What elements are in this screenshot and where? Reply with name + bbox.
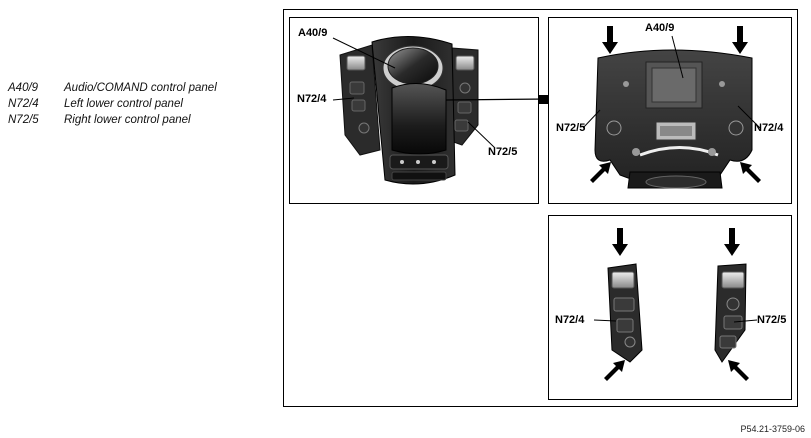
push-arrow-icon xyxy=(612,228,628,256)
power-icon xyxy=(459,82,471,94)
legend: A40/9 Audio/COMAND control panel N72/4 L… xyxy=(8,80,217,128)
callout-n72-5: N72/5 xyxy=(757,314,787,326)
callout-n72-4: N72/4 xyxy=(754,122,784,134)
callout-a40-9: A40/9 xyxy=(298,27,328,39)
callout-n72-4: N72/4 xyxy=(297,93,327,105)
legend-code: N72/4 xyxy=(8,98,39,110)
legend-row: N72/4 Left lower control panel xyxy=(8,96,217,112)
push-arrow-icon xyxy=(732,26,748,54)
push-arrow-icon xyxy=(724,228,740,256)
callout-n72-5: N72/5 xyxy=(488,146,518,158)
legend-description: Left lower control panel xyxy=(64,98,183,110)
push-arrow-icon xyxy=(590,162,611,183)
legend-description: Right lower control panel xyxy=(64,114,191,126)
legend-description: Audio/COMAND control panel xyxy=(64,82,217,94)
figure-id: P54.21-3759-06 xyxy=(740,424,805,434)
side-control-panels xyxy=(593,228,758,381)
legend-row: A40/9 Audio/COMAND control panel xyxy=(8,80,217,96)
diagram-frame xyxy=(283,9,798,407)
menu-button-icon xyxy=(432,160,436,164)
underside-control-unit xyxy=(582,26,761,189)
push-arrow-icon xyxy=(740,162,761,183)
callout-a40-9: A40/9 xyxy=(645,22,675,34)
legend-code: A40/9 xyxy=(8,82,39,94)
push-arrow-icon xyxy=(602,26,618,54)
panel-side-panels-view xyxy=(548,215,792,400)
callout-n72-4: N72/4 xyxy=(555,314,585,326)
assembled-control-unit xyxy=(332,36,549,185)
push-arrow-icon xyxy=(728,360,749,381)
legend-code: N72/5 xyxy=(8,114,39,126)
push-arrow-icon xyxy=(604,360,625,381)
legend-row: N72/5 Right lower control panel xyxy=(8,112,217,128)
power-icon xyxy=(726,297,740,311)
callout-n72-5: N72/5 xyxy=(556,122,586,134)
